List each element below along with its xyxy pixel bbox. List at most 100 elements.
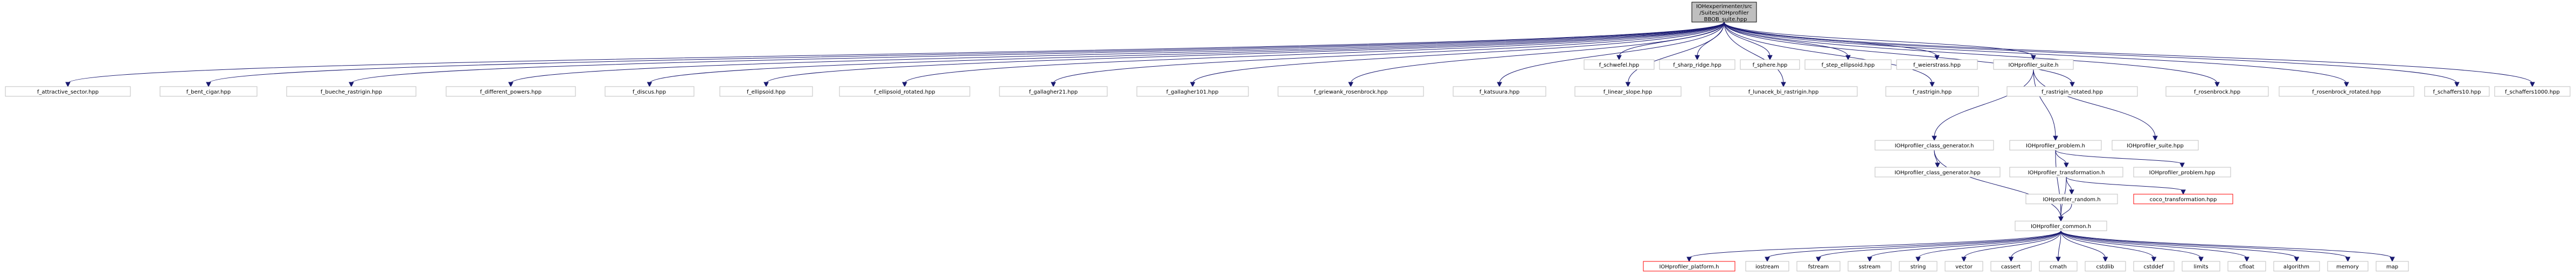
node-f-rastrigin-rotated[interactable]: f_rastrigin_rotated.hpp	[2006, 86, 2138, 97]
edge-s1	[1932, 69, 2034, 141]
edge-line	[1724, 22, 2073, 84]
edge-line	[67, 22, 1725, 84]
node-f-bueche-rastrigin[interactable]: f_bueche_rastrigin.hpp	[286, 86, 416, 97]
node-f-linear-slope[interactable]: f_linear_slope.hpp	[1574, 86, 1682, 97]
node-algorithm[interactable]: algorithm	[2273, 261, 2320, 272]
node-f-schaffers10[interactable]: f_schaffers10.hpp	[2424, 86, 2490, 97]
node-iohprofiler-platform-h[interactable]: IOHprofiler_platform.h	[1643, 261, 1735, 272]
node-f-schaffers1000[interactable]: f_schaffers1000.hpp	[2494, 86, 2571, 97]
node-label: cstdlib	[2096, 264, 2114, 270]
edge-line	[1724, 22, 2034, 57]
node-f-rosenbrock-rotated[interactable]: f_rosenbrock_rotated.hpp	[2279, 86, 2414, 97]
node-f-step-ellipsoid[interactable]: f_step_ellipsoid.hpp	[1804, 59, 1892, 70]
edge-common-12	[2060, 230, 2300, 262]
node-root[interactable]: IOHexperimenter/src /Suites/IOHprofiler …	[1691, 2, 1757, 23]
edge-common-11	[2060, 230, 2249, 262]
node-iohprofiler-random-h[interactable]: IOHprofiler_random.h	[2025, 194, 2118, 204]
node-f-griewank-rosenbrock[interactable]: f_griewank_rosenbrock.hpp	[1277, 86, 1424, 97]
edge-arrowhead	[1695, 55, 1700, 61]
node-iohprofiler-transformation-h[interactable]: IOHprofiler_transformation.h	[2009, 167, 2123, 177]
edge-root-2	[349, 22, 1725, 88]
edge-line	[2033, 69, 2156, 138]
node-coco-transformation-hpp[interactable]: coco_transformation.hpp	[2133, 194, 2233, 204]
node-iostream[interactable]: iostream	[1745, 261, 1789, 272]
edge-arrowhead	[2102, 257, 2108, 262]
edge-arrowhead	[2070, 82, 2075, 88]
node-cassert[interactable]: cassert	[1990, 261, 2032, 272]
node-f-bent-cigar[interactable]: f_bent_cigar.hpp	[159, 86, 258, 97]
node-label: IOHprofiler_random.h	[2043, 197, 2100, 203]
node-f-lunacek-bi-rastrigin[interactable]: f_lunacek_bi_rastrigin.hpp	[1709, 86, 1858, 97]
edge-root-9	[1348, 22, 1725, 88]
edge-line	[2060, 230, 2247, 259]
node-label: f_gallagher101.hpp	[1167, 89, 1219, 95]
node-cstdlib[interactable]: cstdlib	[2085, 261, 2126, 272]
node-f-rosenbrock[interactable]: f_rosenbrock.hpp	[2165, 86, 2269, 97]
edge-arrowhead	[1935, 162, 1940, 168]
node-f-gallagher21[interactable]: f_gallagher21.hpp	[999, 86, 1108, 97]
node-f-rastrigin[interactable]: f_rastrigin.hpp	[1885, 86, 1979, 97]
node-f-schwefel[interactable]: f_schwefel.hpp	[1584, 59, 1655, 70]
node-cstddef[interactable]: cstddef	[2133, 261, 2175, 272]
node-label: f_rastrigin.hpp	[1913, 89, 1952, 95]
node-sstream[interactable]: sstream	[1848, 261, 1892, 272]
edge-arrowhead	[349, 82, 354, 88]
edge-line	[649, 22, 1725, 84]
node-vector[interactable]: vector	[1945, 261, 1983, 272]
edge-t2	[2066, 176, 2186, 195]
node-f-sphere[interactable]: f_sphere.hpp	[1740, 59, 1800, 70]
edge-line	[1724, 22, 1770, 57]
nodes: IOHexperimenter/src /Suites/IOHprofiler …	[5, 2, 2571, 272]
edge-line	[1689, 230, 2061, 259]
node-iohprofiler-common-h[interactable]: IOHprofiler_common.h	[2015, 221, 2107, 231]
node-label: IOHprofiler_problem.h	[2026, 143, 2085, 149]
edge-line	[904, 22, 1725, 84]
node-cfloat[interactable]: cfloat	[2227, 261, 2266, 272]
node-label: iostream	[1755, 264, 1779, 270]
edge-line	[1818, 230, 2061, 259]
edge-line	[1767, 230, 2061, 259]
node-label: cstddef	[2144, 264, 2164, 270]
node-memory[interactable]: memory	[2327, 261, 2369, 272]
edge-line	[1869, 230, 2061, 259]
edge-common-1	[1765, 230, 2061, 262]
edge-line	[2066, 176, 2184, 191]
node-map[interactable]: map	[2376, 261, 2409, 272]
edge-line	[1918, 230, 2061, 259]
node-label: algorithm	[2283, 264, 2309, 270]
edge-root-12	[1724, 22, 1786, 88]
node-f-attractive-sector[interactable]: f_attractive_sector.hpp	[5, 86, 131, 97]
node-limits[interactable]: limits	[2182, 261, 2220, 272]
node-f-sharp-ridge[interactable]: f_sharp_ridge.hpp	[1659, 59, 1735, 70]
edge-arrowhead	[1932, 136, 1937, 141]
node-f-katsuura[interactable]: f_katsuura.hpp	[1453, 86, 1546, 97]
node-label: f_discus.hpp	[633, 89, 666, 95]
node-label: f_schaffers1000.hpp	[2505, 89, 2560, 95]
edge-arrowhead	[2179, 162, 2185, 168]
node-label: string	[1911, 264, 1926, 270]
edge-arrowhead	[1915, 257, 1921, 262]
node-iohprofiler-problem-hpp[interactable]: IOHprofiler_problem.hpp	[2133, 167, 2231, 177]
node-f-weierstrass[interactable]: f_weierstrass.hpp	[1896, 59, 1978, 70]
node-iohprofiler-class-generator-h[interactable]: IOHprofiler_class_generator.h	[1874, 140, 1994, 151]
edge-line	[2060, 230, 2393, 259]
node-f-ellipsoid-rotated[interactable]: f_ellipsoid_rotated.hpp	[839, 86, 970, 97]
node-iohprofiler-suite-h[interactable]: IOHprofiler_suite.h	[1993, 59, 2074, 70]
node-f-ellipsoid[interactable]: f_ellipsoid.hpp	[719, 86, 813, 97]
node-label: limits	[2193, 264, 2208, 270]
node-label: f_weierstrass.hpp	[1913, 62, 1961, 68]
node-label: f_ellipsoid_rotated.hpp	[874, 89, 935, 95]
node-f-discus[interactable]: f_discus.hpp	[605, 86, 695, 97]
node-fstream[interactable]: fstream	[1796, 261, 1841, 272]
node-f-different-powers[interactable]: f_different_powers.hpp	[446, 86, 576, 97]
edge-line	[2055, 150, 2067, 165]
node-string[interactable]: string	[1899, 261, 1938, 272]
node-iohprofiler-class-generator-hpp[interactable]: IOHprofiler_class_generator.hpp	[1874, 167, 2001, 177]
edge-line	[1619, 22, 1725, 57]
node-iohprofiler-suite-hpp[interactable]: IOHprofiler_suite.hpp	[2112, 140, 2199, 151]
node-f-gallagher101[interactable]: f_gallagher101.hpp	[1136, 86, 1249, 97]
edge-arrowhead	[2064, 162, 2069, 168]
node-iohprofiler-problem-h[interactable]: IOHprofiler_problem.h	[2009, 140, 2102, 151]
node-cmath[interactable]: cmath	[2039, 261, 2078, 272]
